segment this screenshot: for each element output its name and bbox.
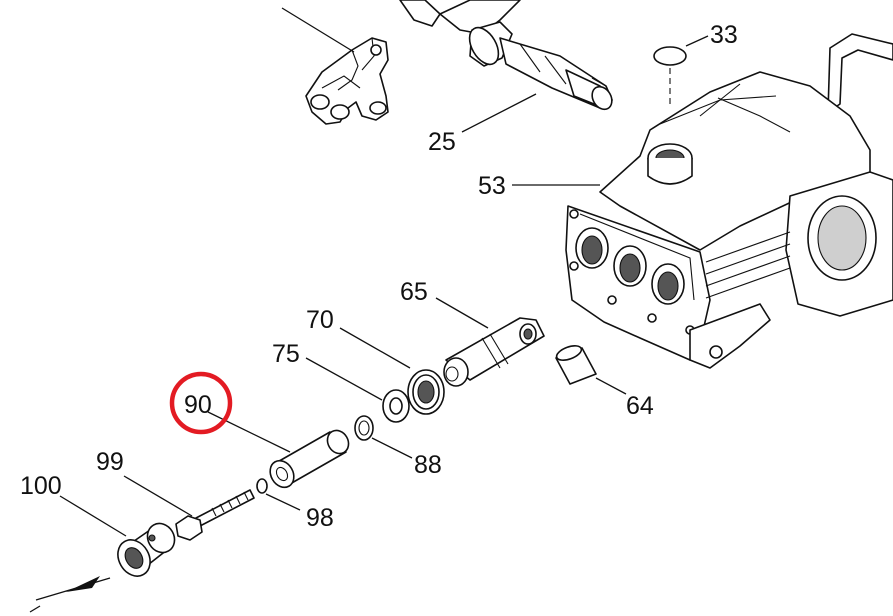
oil-seal	[407, 369, 445, 415]
leader-line-bracket	[281, 7, 355, 53]
label-33: 33	[710, 21, 738, 49]
leader-line-88	[371, 437, 413, 459]
retaining-ring	[354, 415, 374, 441]
label-90: 90	[184, 391, 212, 419]
leader-line-75	[305, 357, 383, 401]
label-25: 25	[428, 128, 456, 156]
leader-line-99	[123, 475, 193, 517]
leader-line-90	[207, 411, 291, 453]
stud-bolt	[175, 489, 255, 541]
label-88: 88	[414, 451, 442, 479]
leader-line-100	[59, 495, 127, 537]
label-99: 99	[96, 448, 124, 476]
leader-line-25	[461, 93, 537, 133]
copper-washer	[256, 478, 268, 494]
leader-line-70	[339, 327, 411, 369]
ceramic-plunger	[117, 522, 176, 577]
leader-line-98	[265, 493, 301, 511]
pin	[555, 345, 597, 385]
connecting-rod-bracket	[305, 37, 389, 125]
label-70: 70	[306, 306, 334, 334]
highlight-circle	[169, 371, 233, 435]
plunger-sleeve	[269, 429, 350, 489]
label-100: 100	[20, 472, 62, 500]
o-ring-33	[653, 46, 687, 66]
label-98: 98	[306, 504, 334, 532]
leader-line-64	[595, 377, 627, 395]
leader-line-33	[685, 35, 709, 47]
label-53: 53	[478, 172, 506, 200]
pump-housing	[565, 33, 893, 369]
crankshaft	[399, 0, 613, 111]
leader-line-65	[435, 297, 489, 329]
label-75: 75	[272, 340, 300, 368]
plunger-rod	[443, 317, 545, 387]
washer	[382, 389, 410, 423]
assembly-direction-arrow	[29, 576, 111, 613]
label-64: 64	[626, 392, 654, 420]
label-65: 65	[400, 278, 428, 306]
